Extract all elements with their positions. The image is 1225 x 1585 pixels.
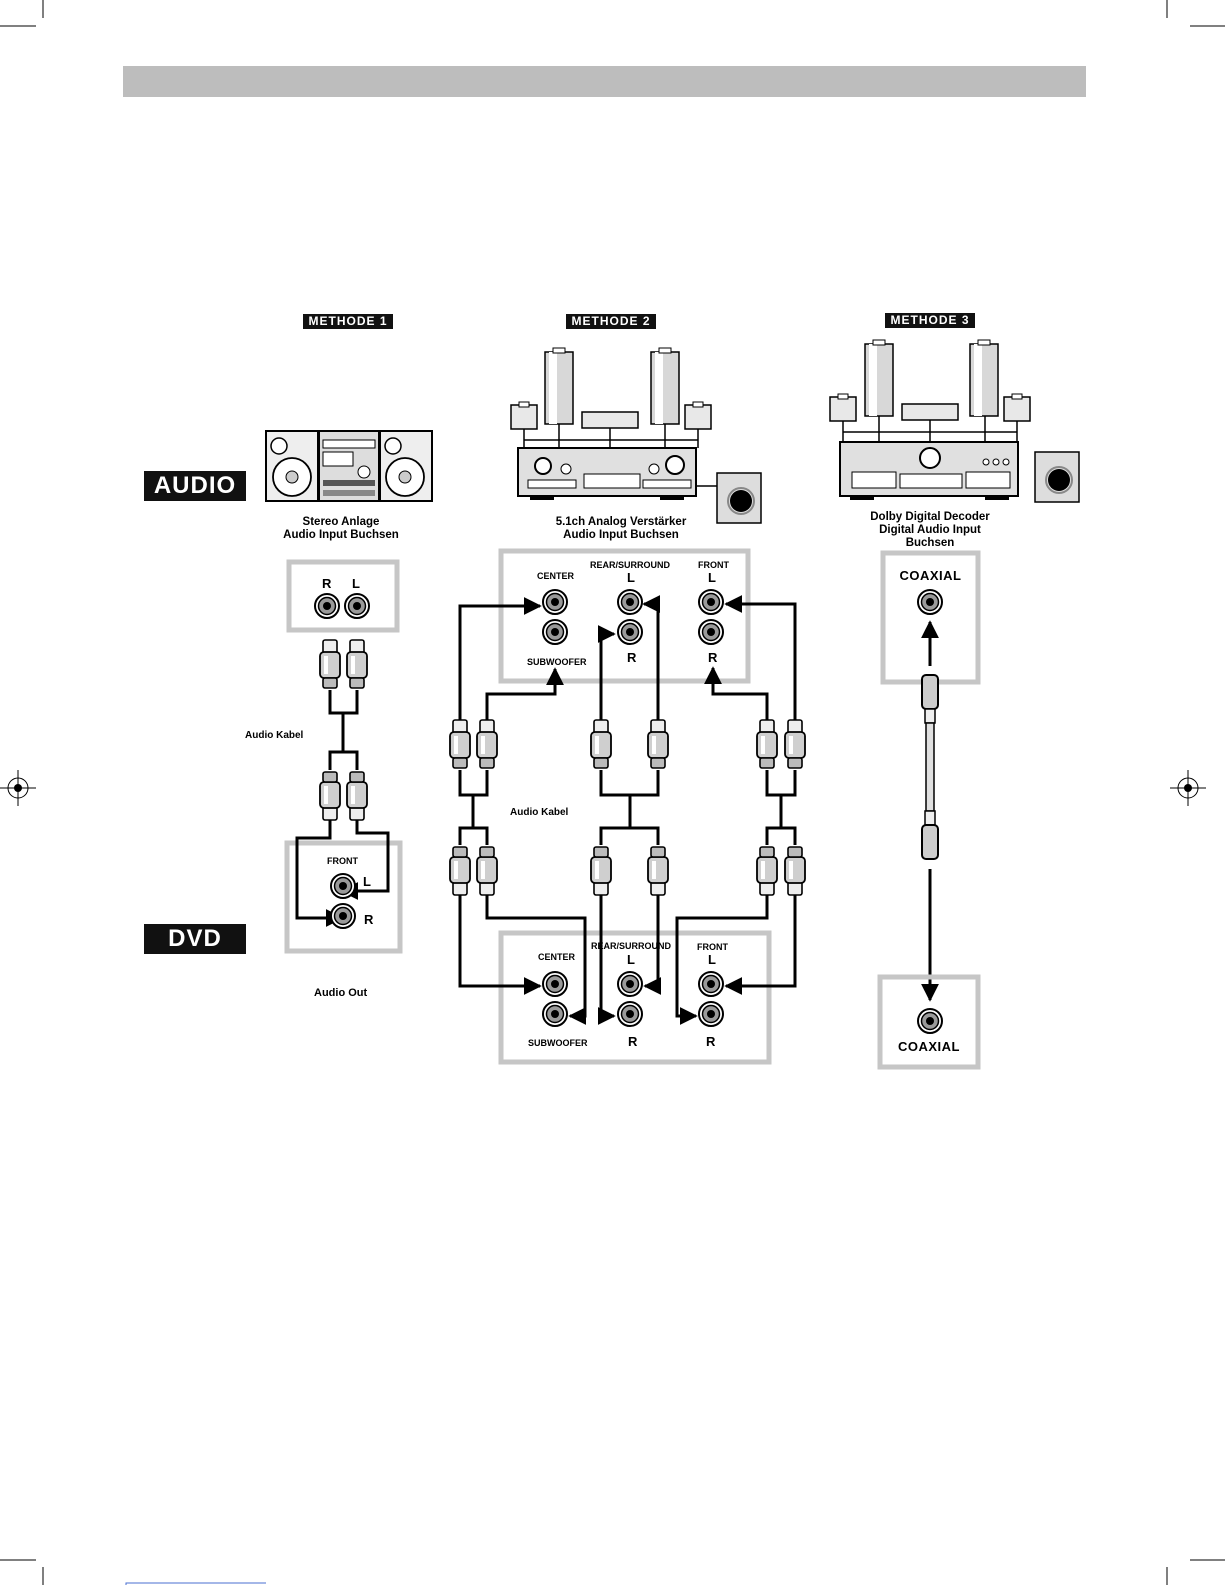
bottom-front-label: FRONT	[697, 942, 728, 952]
coaxial-bottom-label: COAXIAL	[898, 1039, 960, 1054]
top-rear-l: L	[627, 570, 635, 585]
stereo-caption-line2: Audio Input Buchsen	[283, 529, 399, 541]
top-front-label: FRONT	[698, 560, 729, 570]
amp-caption-line2: Audio Input Buchsen	[563, 529, 679, 541]
audio-cable-label-1: Audio Kabel	[245, 730, 304, 741]
method-2-tag: METHODE 2	[566, 314, 656, 329]
coaxial-cable	[921, 674, 939, 860]
top-front-l: L	[708, 570, 716, 585]
dvd-out-r: R	[364, 912, 374, 927]
decoder-caption-line3: Buchsen	[905, 537, 955, 549]
dolby-decoder-icon	[829, 339, 1080, 503]
bottom-center-label: CENTER	[538, 952, 576, 962]
coaxial-top-label: COAXIAL	[899, 568, 962, 583]
method-1-tag: METHODE 1	[303, 314, 393, 329]
stereo-jack-l	[344, 593, 370, 619]
dvd-label: DVD	[144, 924, 246, 954]
amp-caption-line1: 5.1ch Analog Verstärker	[555, 516, 687, 528]
dvd-coaxial-panel	[877, 974, 981, 1070]
dvd-51-output-panel	[498, 930, 772, 1065]
decoder-caption-line2: Digital Audio Input	[879, 524, 981, 536]
stereo-label-r: R	[322, 576, 332, 591]
header-bar	[123, 66, 1086, 97]
dvd-out-l: L	[363, 874, 371, 889]
decoder-caption-line1: Dolby Digital Decoder	[870, 511, 990, 523]
stereo-caption-line1: Stereo Anlage	[302, 516, 380, 528]
audio-out-label: Audio Out	[314, 987, 368, 999]
top-rear-surround-label: REAR/SURROUND	[590, 560, 671, 570]
amplifier-input-panel	[498, 548, 751, 684]
top-center-label: CENTER	[537, 571, 575, 581]
stereo-system-icon	[265, 430, 433, 502]
stereo-input-panel	[286, 559, 400, 633]
bottom-subwoofer-label: SUBWOOFER	[528, 1038, 588, 1048]
bottom-rear-surround-label: REAR/SURROUND	[591, 941, 672, 951]
top-rear-r: R	[627, 650, 637, 665]
dvd-front-output-panel	[284, 840, 403, 954]
surround-amplifier-icon	[510, 347, 762, 524]
bottom-rear-r: R	[628, 1034, 638, 1049]
stereo-label-l: L	[352, 576, 360, 591]
audio-label: AUDIO	[144, 471, 246, 501]
top-subwoofer-label: SUBWOOFER	[527, 657, 587, 667]
bottom-rear-l: L	[627, 952, 635, 967]
audio-cable-label-2: Audio Kabel	[510, 807, 569, 818]
bottom-front-l: L	[708, 952, 716, 967]
stereo-jack-r	[314, 593, 340, 619]
top-front-r: R	[708, 650, 718, 665]
bottom-front-r: R	[706, 1034, 716, 1049]
method-3-tag: METHODE 3	[885, 313, 975, 328]
dvd-front-label: FRONT	[327, 856, 358, 866]
